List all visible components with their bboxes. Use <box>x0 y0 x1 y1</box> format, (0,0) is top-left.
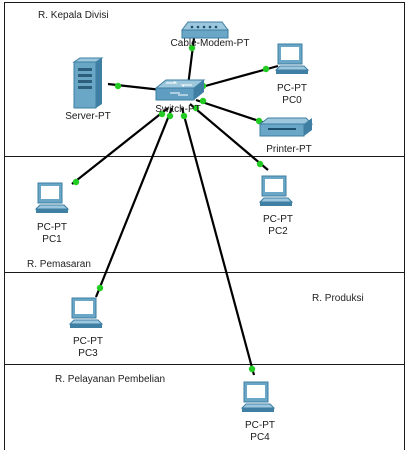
server-label: Server-PT <box>65 111 111 122</box>
pc1-icon[interactable] <box>34 182 70 213</box>
link-light <box>188 44 196 52</box>
printer-label: Printer-PT <box>266 144 312 155</box>
links <box>71 37 279 376</box>
pc4-name-label: PC4 <box>250 432 270 443</box>
pc2-name-label: PC2 <box>268 226 288 237</box>
cable-modem-label: Cable-Modem-PT <box>170 38 250 49</box>
pc1-type-label: PC-PT <box>37 222 67 233</box>
room-label-pemasaran: R. Pemasaran <box>27 259 91 270</box>
link-light <box>166 112 174 120</box>
server-icon[interactable] <box>72 57 104 109</box>
switch-icon[interactable] <box>154 79 206 101</box>
room-label-produksi: R. Produksi <box>312 293 364 304</box>
pc2-type-label: PC-PT <box>263 214 293 225</box>
link-switch-pc1[interactable] <box>71 107 169 185</box>
link-light <box>256 160 264 168</box>
pc4-type-label: PC-PT <box>245 420 275 431</box>
pc0-name-label: PC0 <box>282 95 302 106</box>
link-light <box>262 65 270 73</box>
link-light <box>72 178 80 186</box>
link-switch-pc4[interactable] <box>180 107 256 376</box>
pc4-icon[interactable] <box>240 381 276 412</box>
room-pelayanan-pembelian <box>4 364 405 450</box>
pc0-type-label: PC-PT <box>277 83 307 94</box>
room-label-pelayanan-pembelian: R. Pelayanan Pembelian <box>55 374 166 385</box>
link-light <box>255 117 263 125</box>
switch-label: Switch-PT <box>155 104 201 115</box>
link-switch-pc3[interactable] <box>94 107 174 298</box>
pc1-name-label: PC1 <box>42 234 62 245</box>
link-light <box>199 97 207 105</box>
pc2-icon[interactable] <box>258 175 294 206</box>
pc3-icon[interactable] <box>68 297 104 328</box>
pc0-icon[interactable] <box>274 43 310 74</box>
cable-modem-icon[interactable] <box>181 21 229 39</box>
pc3-type-label: PC-PT <box>73 336 103 347</box>
printer-icon[interactable] <box>258 117 314 137</box>
link-light <box>248 365 256 373</box>
link-light <box>158 110 166 118</box>
room-label-kepala-divisi: R. Kepala Divisi <box>38 10 109 21</box>
link-switch-pc2[interactable] <box>189 103 269 171</box>
link-light <box>192 104 200 112</box>
link-light <box>180 112 188 120</box>
link-light <box>114 82 122 90</box>
link-light <box>96 284 104 292</box>
pc3-name-label: PC3 <box>78 348 98 359</box>
